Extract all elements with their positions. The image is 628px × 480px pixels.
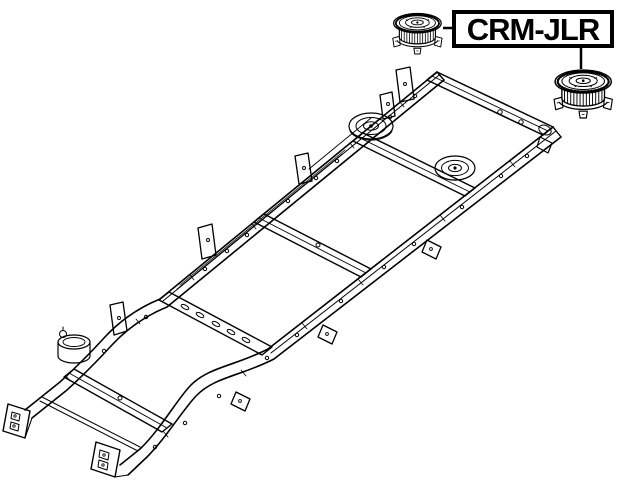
part-code-text: CRM-JLR <box>466 11 600 47</box>
front-bumper-bracket-right <box>90 441 129 478</box>
crossmember-center <box>253 213 372 278</box>
body-mount-bushing-top <box>391 12 444 55</box>
body-mount-cup-left <box>348 112 394 141</box>
front-bumper-bracket-left <box>2 403 33 439</box>
body-mount-bushing-bottom <box>552 69 614 120</box>
frame-brackets-lower <box>230 239 442 412</box>
chassis-frame-illustration <box>2 66 562 478</box>
frame-brackets-upper <box>109 66 415 336</box>
stabilizer-bar <box>39 396 141 452</box>
rail-holes <box>101 93 530 450</box>
vapor-canister <box>57 326 91 364</box>
right-frame-rail <box>119 126 562 476</box>
crossmember-slotted <box>158 291 273 356</box>
left-frame-rail <box>24 71 445 419</box>
body-mount-cup-right <box>434 155 476 181</box>
part-code-label-box: CRM-JLR <box>452 10 614 48</box>
